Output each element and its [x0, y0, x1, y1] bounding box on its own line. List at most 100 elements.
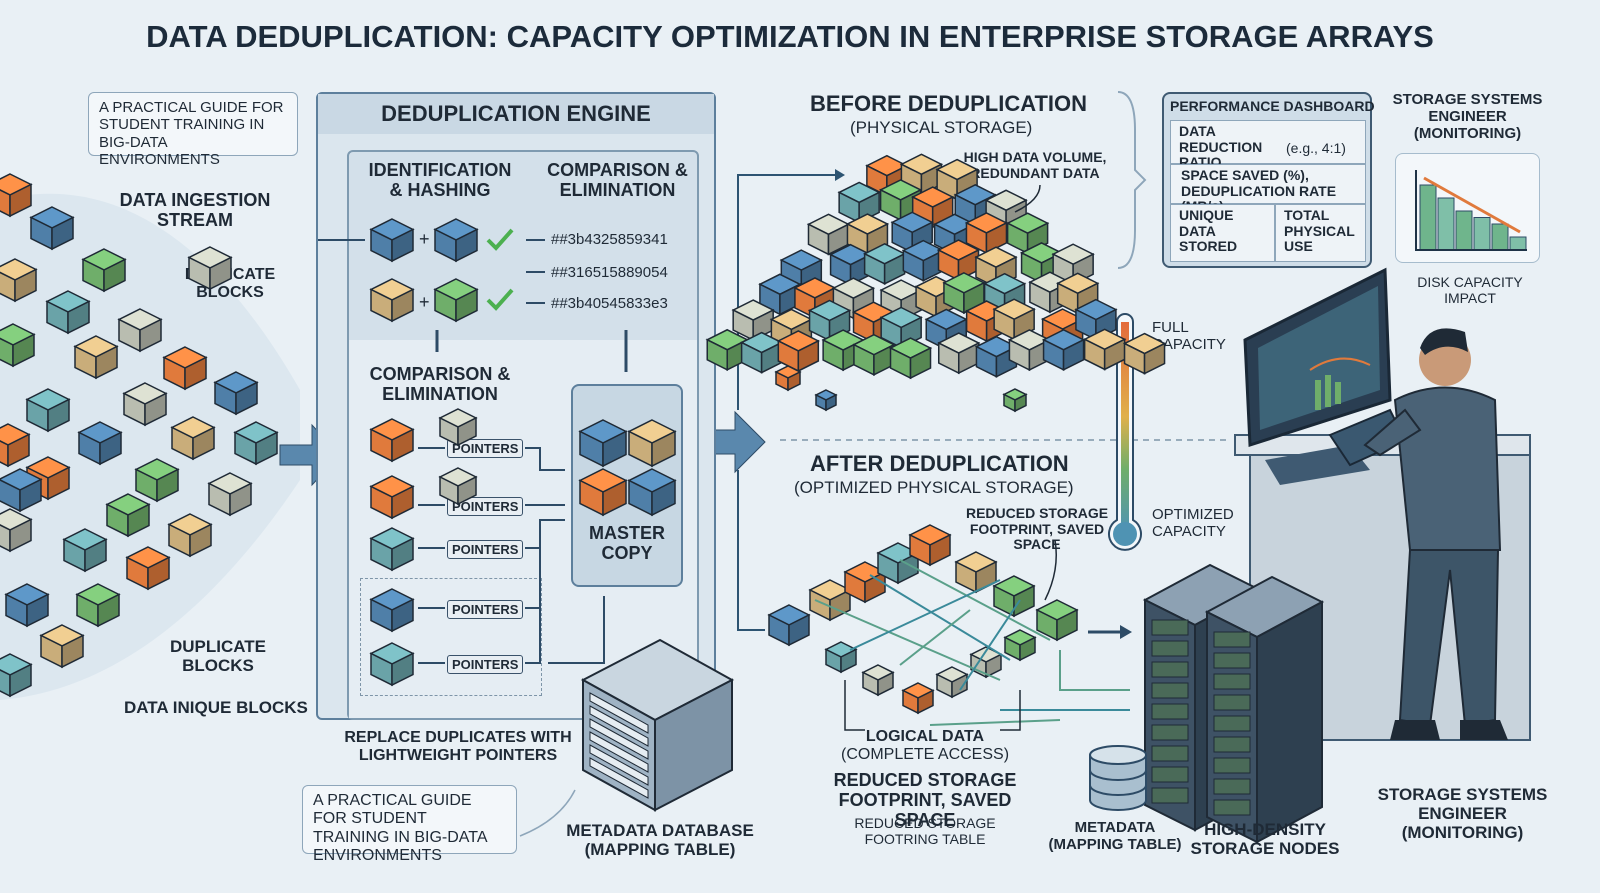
- reduced-footprint-callout: REDUCED STORAGE FOOTPRINT, SAVED SPACE: [965, 505, 1109, 553]
- dashboard-title: PERFORMANCE DASHBOARD: [1170, 98, 1375, 114]
- high-volume-callout: HIGH DATA VOLUME, REDUNDANT DATA: [963, 149, 1107, 181]
- data-block-cube: [4, 583, 50, 628]
- plus-sign: +: [419, 229, 430, 249]
- data-block-cube: [862, 242, 907, 286]
- data-block-cube: [1122, 332, 1167, 375]
- data-block-cube: [369, 418, 415, 463]
- flow-arrow: [844, 680, 865, 731]
- pointer-tag: POINTERS: [447, 497, 524, 516]
- data-block-cube: [731, 299, 775, 342]
- server-rack: [1204, 575, 1325, 844]
- data-block-cube: [438, 408, 478, 447]
- data-block-cube: [1035, 599, 1079, 642]
- ratio-example: (e.g., 4:1): [1286, 140, 1346, 156]
- data-block-cube: [62, 528, 108, 573]
- data-block-cube: [75, 583, 121, 628]
- metadata-mapping-label: METADATA (MAPPING TABLE): [1048, 819, 1182, 853]
- flow-arrow: [899, 559, 1051, 641]
- data-block-cube: [578, 419, 628, 468]
- data-block-cube: [1082, 328, 1127, 371]
- unique-blocks-label: DATA INIQUE BLOCKS: [124, 698, 308, 717]
- data-block-cube: [627, 419, 677, 468]
- data-block-cube: [0, 468, 43, 513]
- data-block-cube: [105, 493, 151, 538]
- data-block-cube: [167, 513, 213, 558]
- guide-note-bottom: A PRACTICAL GUIDE FOR STUDENT TRAINING I…: [302, 785, 517, 864]
- data-block-cube: [808, 579, 852, 622]
- pointer-tag: POINTERS: [447, 655, 524, 674]
- data-block-cube: [134, 458, 180, 503]
- data-block-cube: [369, 527, 415, 572]
- pointer-tag: POINTERS: [447, 540, 524, 559]
- flow-arrow: [525, 519, 565, 609]
- capacity-thermometer: [1108, 313, 1142, 551]
- storage-nodes-label: HIGH-DENSITY STORAGE NODES: [1190, 820, 1340, 859]
- data-block-cube: [207, 472, 253, 517]
- footring-table-label: REDUCED STORAGE FOOTRING TABLE: [854, 815, 996, 847]
- flow-arrow: [849, 579, 1001, 651]
- identification-hashing-heading: IDENTIFICATION & HASHING: [368, 160, 512, 201]
- flow-arrow: [525, 519, 565, 664]
- data-block-cube: [578, 468, 628, 517]
- data-block-cube: [954, 551, 998, 594]
- unique-data-cell: UNIQUE DATA STORED: [1170, 204, 1275, 262]
- data-block-cube: [77, 421, 123, 466]
- data-block-cube: [937, 332, 981, 375]
- data-block-cube: [807, 299, 852, 342]
- flow-arrow: [525, 519, 565, 549]
- data-block-cube: [1041, 328, 1086, 372]
- data-block-cube: [122, 382, 168, 427]
- data-block-cube: [942, 272, 986, 315]
- data-block-cube: [0, 423, 31, 468]
- hash-value: ##316515889054: [551, 264, 668, 281]
- data-block-cube: [369, 218, 415, 263]
- space-saved-cell: SPACE SAVED (%), DEDUPLICATION RATE (MB/…: [1170, 164, 1366, 214]
- flow-arrow: [814, 599, 1001, 681]
- data-block-cube: [964, 212, 1009, 255]
- flow-arrow: [548, 596, 605, 664]
- after-dedup-subtitle: (OPTIMIZED PHYSICAL STORAGE): [794, 478, 1074, 497]
- metadata-cylinder-icon: [1089, 745, 1147, 811]
- flow-arrow: [1000, 690, 1021, 731]
- engine-title: DEDUPLICATION ENGINE: [381, 101, 651, 126]
- data-block-cube: [837, 181, 881, 224]
- flow-arrow: [1059, 650, 1130, 691]
- data-block-cube: [29, 206, 75, 251]
- master-copy-label: MASTER COPY: [589, 523, 665, 564]
- flow-arrow: [899, 609, 971, 666]
- data-block-cube: [888, 337, 933, 380]
- data-block-cube: [438, 467, 478, 506]
- data-block-cube: [433, 278, 479, 323]
- pointer-tag: POINTERS: [447, 439, 524, 458]
- chart-axes: [1415, 170, 1527, 251]
- data-block-cube: [0, 653, 33, 698]
- data-block-cube: [806, 213, 851, 256]
- data-block-cube: [852, 333, 896, 376]
- replace-duplicates-caption: REPLACE DUPLICATES WITH LIGHTWEIGHT POIN…: [344, 729, 572, 764]
- guide-note-top: A PRACTICAL GUIDE FOR STUDENT TRAINING I…: [88, 92, 298, 168]
- pointer-tag: POINTERS: [447, 600, 524, 619]
- data-block-cube: [935, 666, 969, 699]
- flow-arrow: [525, 447, 565, 471]
- data-block-cube: [824, 641, 858, 674]
- comparison-elimination-heading: COMPARISON & ELIMINATION: [547, 160, 688, 201]
- data-block-cube: [369, 588, 415, 633]
- flow-arrow: [869, 574, 1011, 661]
- data-block-cube: [162, 346, 208, 391]
- data-block-cube: [1002, 388, 1028, 413]
- total-physical-cell: TOTAL PHYSICAL USE: [1275, 204, 1366, 262]
- data-block-cube: [861, 664, 895, 697]
- data-block-cube: [0, 173, 33, 218]
- data-block-cube: [187, 246, 233, 291]
- data-block-cube: [39, 624, 85, 669]
- data-block-cube: [125, 546, 171, 591]
- data-block-cube: [73, 335, 119, 380]
- flow-arrow: [486, 288, 514, 311]
- data-block-cube: [627, 468, 677, 517]
- logical-data-sub: (COMPLETE ACCESS): [840, 746, 1010, 763]
- data-ingestion-stream-label: DATA INGESTION STREAM: [119, 190, 271, 231]
- data-block-cube: [117, 308, 163, 353]
- flow-arrow: [1044, 539, 1057, 601]
- page-title: DATA DEDUPLICATION: CAPACITY OPTIMIZATIO…: [146, 19, 1434, 54]
